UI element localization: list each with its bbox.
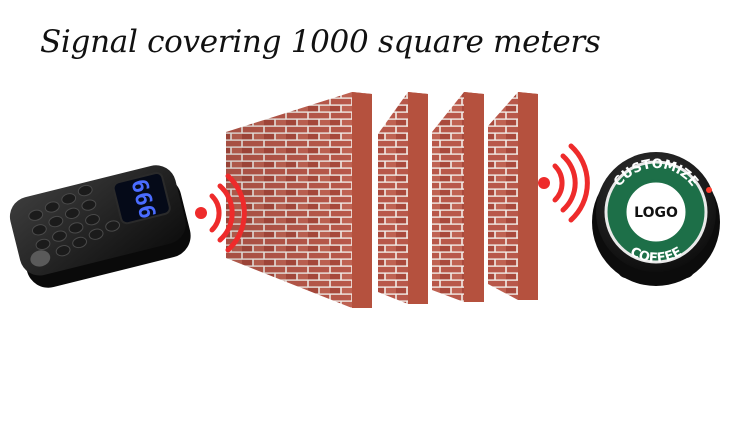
wireless-signal-icon <box>195 173 247 253</box>
pager-bottom-text: COFFEE <box>628 244 685 266</box>
wall-3 <box>432 92 484 302</box>
svg-text:COFFEE: COFFEE <box>628 244 685 266</box>
wall-2 <box>378 92 428 304</box>
wireless-signal-icon <box>538 143 590 223</box>
pager-logo-text: LOGO <box>634 205 678 221</box>
keypad-transmitter-icon: 666 <box>9 165 191 288</box>
wall-1 <box>226 92 372 308</box>
headline: Signal covering 1000 square meters <box>40 24 601 60</box>
coaster-pager-icon: CUSTOMIZE COFFEE LOGO <box>592 152 720 286</box>
wall-4 <box>488 92 538 300</box>
